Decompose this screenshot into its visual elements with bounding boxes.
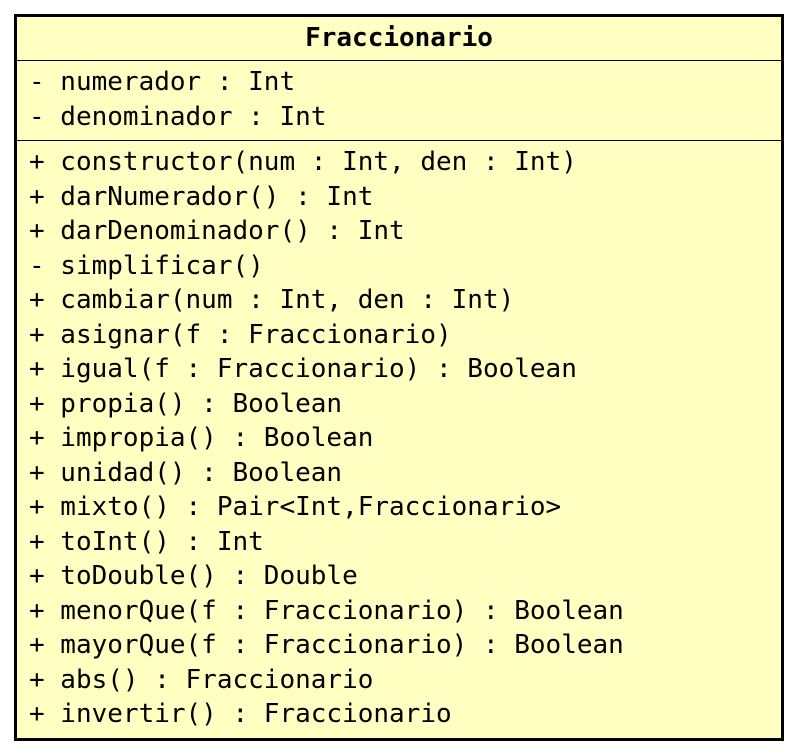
method-item: + impropia() : Boolean <box>29 423 374 453</box>
methods-compartment: + constructor(num : Int, den : Int) + da… <box>17 141 781 738</box>
method-item: + constructor(num : Int, den : Int) <box>29 147 577 177</box>
method-item: + mayorQue(f : Fraccionario) : Boolean <box>29 630 624 660</box>
method-item: + unidad() : Boolean <box>29 457 343 488</box>
method-item: + cambiar(num : Int, den : Int) <box>29 285 515 315</box>
method-item: + asignar(f : Fraccionario) <box>29 319 452 350</box>
attributes-compartment: - numerador : Int - denominador : Int <box>17 61 781 141</box>
method-item: + darNumerador() : Int <box>29 181 374 212</box>
method-item: + invertir() : Fraccionario <box>29 699 452 729</box>
method-item: - simplificar() <box>29 250 264 281</box>
method-item: + propia() : Boolean <box>29 388 343 419</box>
uml-class-box: Fraccionario - numerador : Int - denomin… <box>14 14 784 741</box>
method-item: + mixto() : Pair<Int,Fraccionario> <box>29 492 562 522</box>
method-item: + menorQue(f : Fraccionario) : Boolean <box>29 595 624 626</box>
attribute-item: - denominador : Int <box>29 101 327 132</box>
method-item: + darDenominador() : Int <box>29 216 405 246</box>
method-item: + toDouble() : Double <box>29 561 358 591</box>
method-item: + toInt() : Int <box>29 526 264 557</box>
class-name: Fraccionario <box>17 17 781 61</box>
attribute-item: - numerador : Int <box>29 67 296 97</box>
method-item: + abs() : Fraccionario <box>29 664 374 695</box>
method-item: + igual(f : Fraccionario) : Boolean <box>29 354 577 384</box>
